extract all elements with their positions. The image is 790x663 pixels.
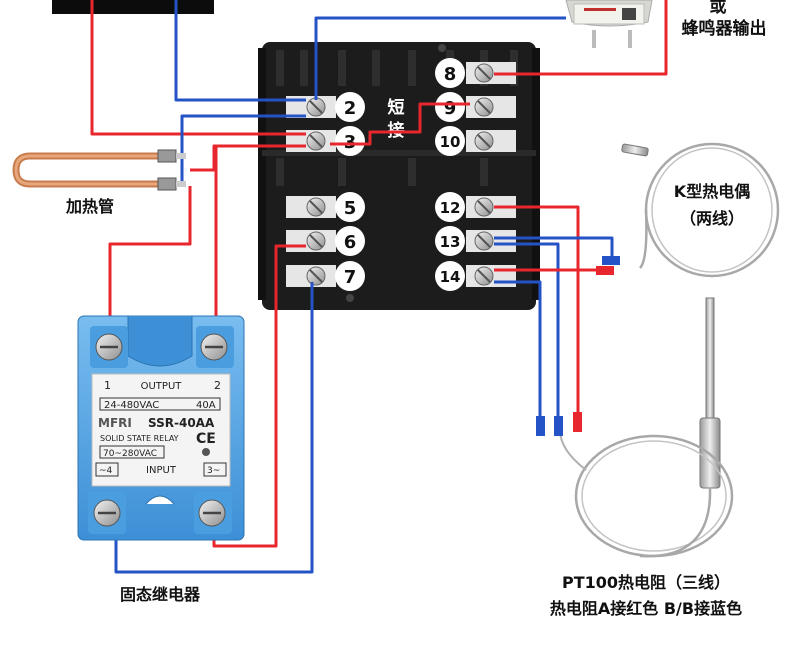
wire-14-pt100 [494, 280, 542, 416]
terminal-12: 12 [435, 192, 516, 222]
wire-heater-2 [180, 114, 306, 186]
terminal-5: 5 [286, 192, 365, 222]
terminal-6-number: 6 [344, 232, 357, 253]
k-thermocouple [596, 142, 780, 278]
thermocouple-label-2: （两线） [680, 209, 744, 228]
terminal-10-number: 10 [440, 133, 461, 151]
terminal-14-number: 14 [440, 268, 461, 286]
terminal-2-number: 2 [344, 98, 357, 119]
ssr-input-voltage: 70~280VAC [103, 449, 157, 459]
wire-12-pt100 [494, 205, 580, 416]
wire-buzzer-8 [494, 0, 668, 76]
ssr-output-title: OUTPUT [141, 381, 183, 392]
heater-label: 加热管 [65, 197, 114, 216]
display-fragment [52, 0, 214, 14]
ssr-input-right: 3~ [207, 466, 220, 476]
pt100-probe [536, 297, 734, 558]
terminal-13: 13 [435, 226, 516, 256]
thermocouple-label-1: K型热电偶 [674, 182, 750, 201]
ssr-voltage: 24-480VAC [104, 400, 159, 411]
terminal-5-number: 5 [344, 198, 357, 219]
solid-state-relay [77, 315, 245, 541]
wire-2-buzzer [314, 16, 566, 100]
terminal-6: 6 [286, 226, 365, 256]
buzzer [565, 0, 653, 48]
ssr-caption: 固态继电器 [120, 585, 201, 604]
ssr-type: SOLID STATE RELAY [100, 434, 179, 443]
wire-display-2 [174, 0, 306, 102]
heater-tube [12, 149, 186, 191]
pt100-label-1: PT100热电阻（三线） [562, 573, 730, 592]
terminal-8: 8 [435, 58, 516, 88]
ssr-current: 40A [196, 400, 216, 411]
terminal-12-number: 12 [440, 199, 461, 217]
terminal-7-number: 7 [344, 267, 357, 288]
wire-7-ssr4 [114, 282, 314, 574]
terminal-13-number: 13 [440, 233, 461, 251]
jumper-3-9 [330, 102, 470, 146]
ssr-input-left: ~4 [99, 466, 113, 476]
ssr-output-left: 1 [104, 379, 111, 392]
terminal-8-number: 8 [444, 64, 457, 85]
ssr-ce-mark: CE [196, 431, 216, 447]
buzzer-label-top: 或 [710, 0, 727, 17]
terminal-9-number: 9 [444, 98, 457, 119]
buzzer-output-label: 蜂鸣器输出 [682, 18, 767, 39]
terminal-9: 9 [435, 92, 516, 122]
terminal-10: 10 [435, 126, 516, 156]
wire-heater-ssr1 [108, 186, 192, 326]
wire-13-tc [494, 236, 614, 258]
terminal-3: 3 [286, 126, 365, 156]
ssr-input-title: INPUT [146, 465, 177, 476]
terminal-14: 14 [435, 261, 516, 291]
terminal-7: 7 [286, 261, 365, 291]
ssr-brand: MFRI [98, 416, 132, 430]
wire-3-ssr [190, 144, 306, 172]
wire-13-pt100 [494, 242, 560, 416]
short-label-top: 短 [388, 97, 405, 118]
ssr-output-right: 2 [214, 379, 221, 392]
wire-display-3 [90, 0, 306, 136]
pt100-label-2: 热电阻A接红色 B/B接蓝色 [550, 599, 742, 618]
ssr-model: SSR-40AA [148, 416, 215, 430]
